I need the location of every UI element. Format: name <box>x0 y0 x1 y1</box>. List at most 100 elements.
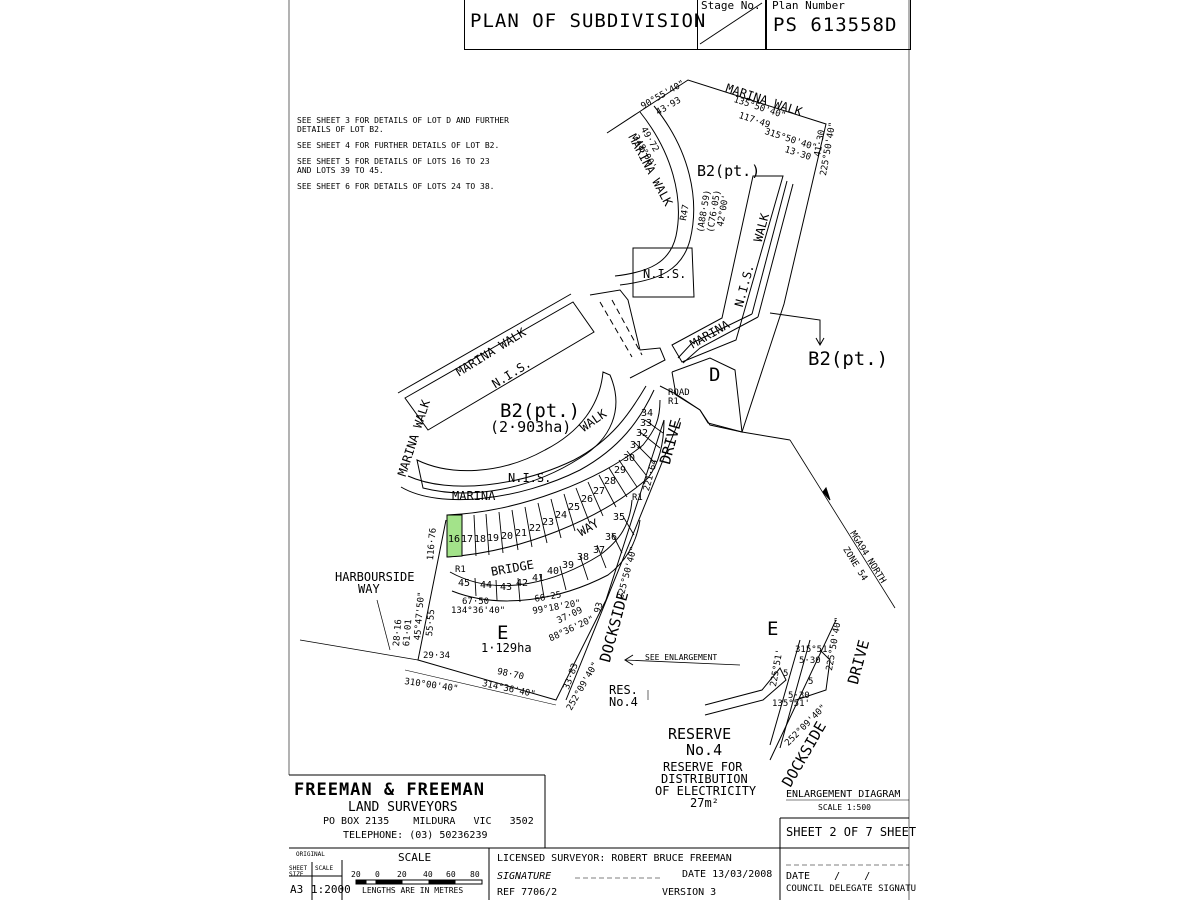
scale-col-label: SCALE <box>315 865 334 872</box>
ref-label: REF 7706/2 <box>497 887 558 898</box>
council-date-label: DATE / / <box>786 871 871 882</box>
reserve-desc-1: RESERVE FOR <box>663 760 743 774</box>
note-4: SEE SHEET 6 FOR DETAILS OF LOTS 24 TO 38… <box>297 182 495 191</box>
see-enlargement-label: SEE ENLARGEMENT <box>645 653 718 662</box>
enlargement-scale: SCALE 1:500 <box>818 803 871 812</box>
lot-d-label: D <box>709 364 721 386</box>
surveyor-address: PO BOX 2135 MILDURA VIC 3502 <box>323 816 534 827</box>
lot-e-area: 1·129ha <box>481 641 532 655</box>
lot-23-label: 23 <box>541 517 555 528</box>
lot-19-label: 19 <box>486 533 500 544</box>
stage-label: Stage No. <box>701 0 761 12</box>
lot-30-label: 30 <box>622 453 636 464</box>
note-2: SEE SHEET 4 FOR FURTHER DETAILS OF LOT B… <box>297 141 500 150</box>
lot-41-label: 41 <box>531 573 545 584</box>
enlargement-e-label: E <box>767 618 779 640</box>
r1-label-mid: R1 <box>632 493 643 503</box>
lot-42-label: 42 <box>515 578 529 589</box>
scale-tick-1: 20 <box>351 870 361 879</box>
lot-37-label: 37 <box>592 545 606 556</box>
enl-dim-1: 315°51' <box>795 645 833 655</box>
scale-tick-2: 0 <box>375 870 380 879</box>
lot-45-label: 45 <box>457 578 471 589</box>
enl-dim-7: 5·30 <box>788 691 810 701</box>
note-1b: DETAILS OF LOT B2. <box>297 125 384 134</box>
lot-29-label: 29 <box>613 465 627 476</box>
lot-38-label: 38 <box>576 552 590 563</box>
reserve-number: No.4 <box>686 741 723 759</box>
surveyor-phone: TELEPHONE: (03) 50236239 <box>343 830 488 841</box>
dim-d29: 29·34 <box>423 651 451 661</box>
plan-number-box <box>765 0 911 50</box>
harbourside-way-label: WAY <box>358 582 380 596</box>
marina-lower-label: MARINA <box>452 489 496 503</box>
res-no4-label: No.4 <box>609 695 638 709</box>
b2-area-label: (2·903ha) <box>490 418 572 436</box>
lot-17-label: 17 <box>460 534 474 545</box>
enl-dim-2: 5·30 <box>799 656 821 666</box>
lot-43-label: 43 <box>499 582 513 593</box>
plan-number-label: Plan Number <box>772 0 845 12</box>
scale-tick-3: 20 <box>397 870 407 879</box>
b2-right-label: B2(pt.) <box>808 348 889 370</box>
licensed-surveyor: LICENSED SURVEYOR: ROBERT BRUCE FREEMAN <box>497 853 732 864</box>
signature-label: SIGNATURE <box>497 871 552 882</box>
plan-title: PLAN OF SUBDIVISION <box>470 10 707 32</box>
res-label: RES. <box>609 683 638 697</box>
scale-tick-4: 40 <box>423 870 433 879</box>
lot-16-label: 16 <box>447 534 461 545</box>
lot-27-label: 27 <box>592 486 606 497</box>
scale-tick-5: 60 <box>446 870 456 879</box>
original-label: ORIGINAL <box>296 851 325 858</box>
lot-18-label: 18 <box>473 534 487 545</box>
lot-36-label: 36 <box>604 532 618 543</box>
sheet-label: SHEET 2 OF 7 SHEET <box>786 825 917 839</box>
lot-21-label: 21 <box>514 528 528 539</box>
note-3: SEE SHEET 5 FOR DETAILS OF LOTS 16 TO 23 <box>297 157 490 166</box>
dim-d18: 67·50 <box>462 597 490 607</box>
lot-32-label: 32 <box>635 428 649 439</box>
scale-tick-6: 80 <box>470 870 480 879</box>
road-r1-label: ROAD R1 <box>668 388 690 407</box>
lot-35-label: 35 <box>612 512 626 523</box>
council-delegate-label: COUNCIL DELEGATE SIGNATU <box>786 884 917 894</box>
lot-31-label: 31 <box>629 440 643 451</box>
date-label: DATE 13/03/2008 <box>682 869 773 880</box>
reserve-desc-2: DISTRIBUTION <box>661 772 748 786</box>
surveyor-firm-name: FREEMAN & FREEMAN <box>294 780 485 800</box>
scale-units: LENGTHS ARE IN METRES <box>362 886 464 895</box>
lot-26-label: 26 <box>580 494 594 505</box>
b2-center-label: B2(pt.) <box>500 400 581 422</box>
lot-40-label: 40 <box>546 566 560 577</box>
lot-39-label: 39 <box>561 560 575 571</box>
nis-top-label: N.I.S. <box>643 267 687 281</box>
b2-top-label: B2(pt.) <box>697 162 761 180</box>
enl-dim-8: 135°51' <box>772 699 810 709</box>
note-3b: AND LOTS 39 TO 45. <box>297 166 384 175</box>
stage-box <box>697 0 767 50</box>
lot-44-label: 44 <box>479 580 493 591</box>
dim-d19: 134°36'40" <box>451 606 506 616</box>
lot-34-label: 34 <box>640 408 654 419</box>
reserve-area: 27m² <box>690 796 719 810</box>
note-1: SEE SHEET 3 FOR DETAILS OF LOT D AND FUR… <box>297 116 509 125</box>
sheet-size-value: A3 <box>290 883 304 896</box>
lot-25-label: 25 <box>567 502 581 513</box>
reserve-desc-3: OF ELECTRICITY <box>655 784 757 798</box>
surveyor-type: LAND SURVEYORS <box>348 800 458 815</box>
scale-value: 1:2000 <box>311 883 351 896</box>
lot-22-label: 22 <box>528 523 542 534</box>
lot-24-label: 24 <box>554 510 568 521</box>
enlargement-diagram-label: ENLARGEMENT DIAGRAM <box>786 789 901 800</box>
version-label: VERSION 3 <box>662 887 717 898</box>
nis-lower-label: N.I.S. <box>508 471 552 485</box>
lot-28-label: 28 <box>603 476 617 487</box>
lot-20-label: 20 <box>500 531 514 542</box>
enl-dim-5: 5 <box>783 669 789 679</box>
reserve-title: RESERVE <box>668 725 732 743</box>
enl-dim-6: 5 <box>808 677 814 687</box>
lot-e-label: E <box>497 622 509 644</box>
r1-label-left: R1 <box>455 565 466 575</box>
plan-number: PS 613558D <box>773 14 898 36</box>
